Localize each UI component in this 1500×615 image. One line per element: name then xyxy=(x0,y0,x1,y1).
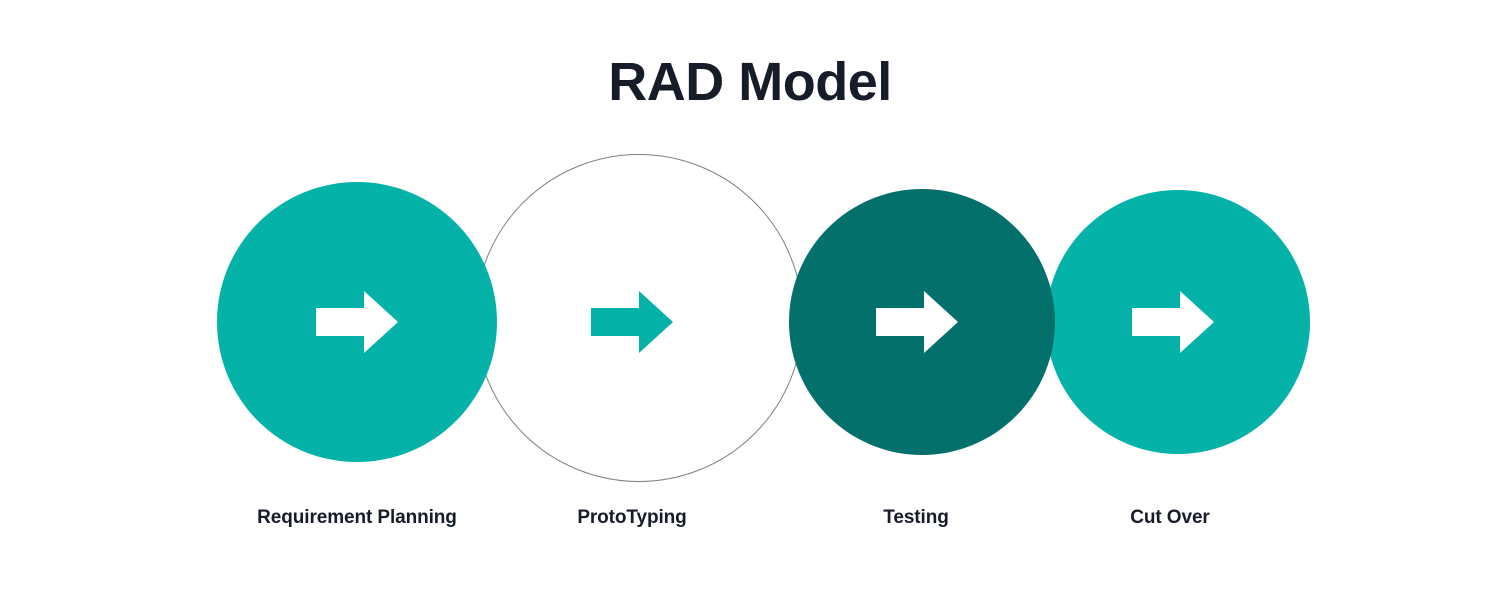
step-label-testing: Testing xyxy=(883,507,949,528)
step-label-requirement-planning: Requirement Planning xyxy=(257,507,457,528)
page-title: RAD Model xyxy=(608,52,892,112)
arrow-right-icon xyxy=(1132,291,1214,353)
step-label-prototyping: ProtoTyping xyxy=(577,507,687,528)
arrow-right-icon xyxy=(591,291,673,353)
step-label-cut-over: Cut Over xyxy=(1130,507,1210,528)
arrow-right-icon xyxy=(316,291,398,353)
arrow-right-icon xyxy=(876,291,958,353)
